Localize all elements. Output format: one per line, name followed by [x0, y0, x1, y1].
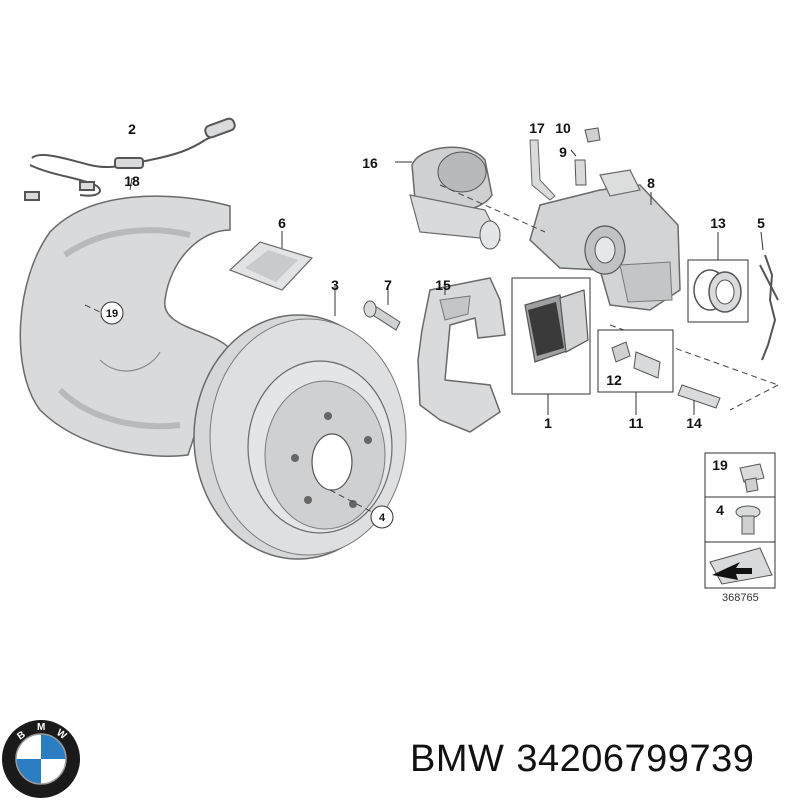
callout-label-4: 4: [379, 512, 386, 524]
brake-disc: [193, 286, 407, 560]
caliper-carrier: [417, 277, 506, 433]
callout-label-11: 11: [629, 415, 644, 431]
callout-label-19: 19: [106, 308, 118, 320]
legend-label-19: 19: [712, 457, 728, 473]
callout-label-7: 7: [384, 277, 392, 293]
callout-label-17: 17: [529, 120, 545, 136]
callout-label-5: 5: [757, 215, 765, 231]
callout-label-14: 14: [686, 415, 702, 431]
wear-sensor-cable: [24, 117, 236, 201]
callout-label-9: 9: [559, 144, 567, 160]
callout-label-1: 1: [544, 415, 552, 431]
guide-pin-box: [597, 329, 674, 415]
caliper-spring-clip: [759, 231, 779, 361]
brand-caption: BMW 34206799739: [410, 738, 766, 781]
bmw-logo: B M W: [2, 720, 80, 798]
brake-pads-box: [511, 277, 591, 415]
socket-bolt-icon: [735, 505, 761, 535]
reference-code: 368765: [722, 592, 759, 604]
callout-label-2: 2: [128, 121, 136, 137]
fastener-legend: [704, 452, 776, 589]
callout-label-10: 10: [555, 120, 571, 136]
callout-label-15: 15: [435, 277, 451, 293]
assembly-guide-lines: [84, 184, 779, 514]
bleeder-screw-and-bracket: [529, 127, 601, 201]
brand-name: BMW: [410, 738, 505, 780]
callout-label-12: 12: [606, 372, 622, 388]
callout-label-6: 6: [278, 215, 286, 231]
part-number: 34206799739: [516, 738, 755, 780]
callout-label-8: 8: [647, 175, 655, 191]
legend-label-4: 4: [716, 502, 724, 518]
direction-arrow-icon: [709, 547, 773, 585]
callout-label-13: 13: [710, 215, 726, 231]
caliper-bolt: [363, 287, 401, 331]
callout-circle-19: [100, 301, 124, 325]
parking-brake-motor: [395, 146, 502, 250]
guide-bolt: [677, 384, 721, 415]
callout-label-18: 18: [124, 173, 140, 189]
svg-text:M: M: [37, 722, 45, 733]
hex-bolt-icon: [739, 463, 765, 493]
brake-caliper: [529, 169, 681, 311]
seal-ring-box: [687, 232, 749, 323]
repair-kit-packet: [228, 231, 314, 291]
callout-label-3: 3: [331, 277, 339, 293]
callout-circle-4: [370, 505, 394, 529]
callout-label-16: 16: [362, 155, 378, 171]
